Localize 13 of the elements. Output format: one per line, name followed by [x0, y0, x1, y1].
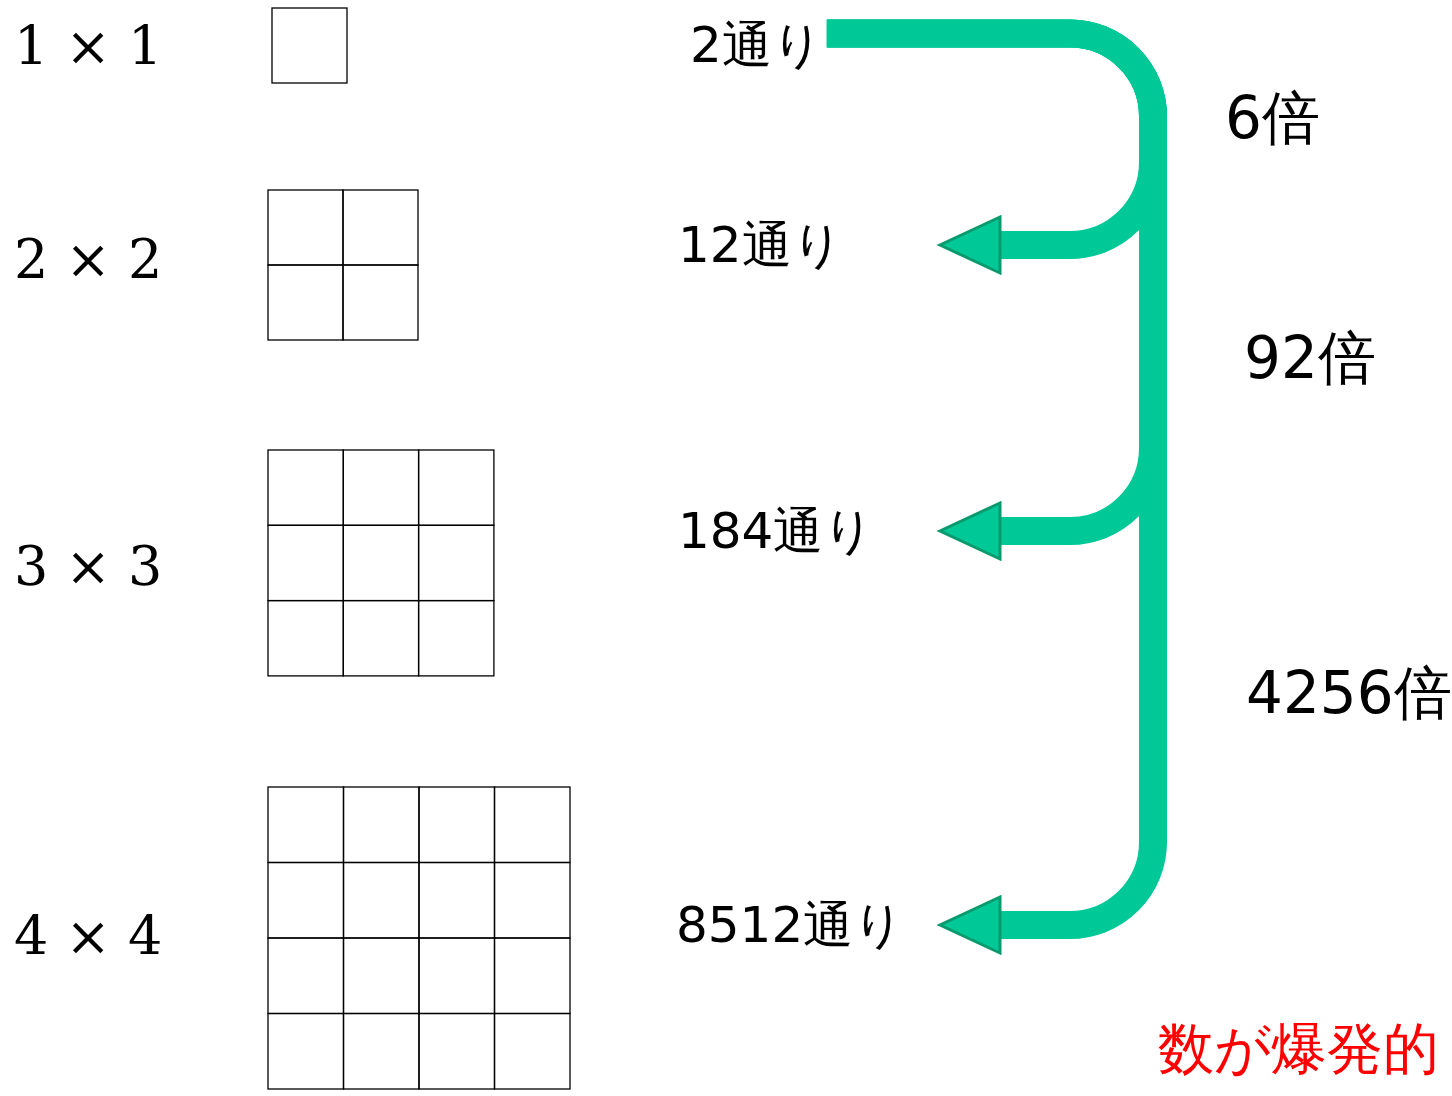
size-label: 4 × 4: [14, 905, 163, 968]
note-text: 数が爆発的: [1158, 1015, 1439, 1083]
ratio-label: 4256倍: [1246, 658, 1452, 729]
ratio-label: 92倍: [1244, 323, 1376, 394]
size-label: 1 × 1: [14, 15, 163, 78]
size-label: 3 × 3: [14, 535, 163, 598]
count-text: 8512通り: [676, 894, 905, 956]
ratio-label: 6倍: [1225, 83, 1320, 154]
arrow: [826, 19, 1167, 955]
count-text: 12通り: [678, 214, 843, 276]
count-text: 2通り: [690, 14, 823, 76]
count-text: 184通り: [678, 500, 875, 562]
size-label: 2 × 2: [14, 228, 163, 291]
